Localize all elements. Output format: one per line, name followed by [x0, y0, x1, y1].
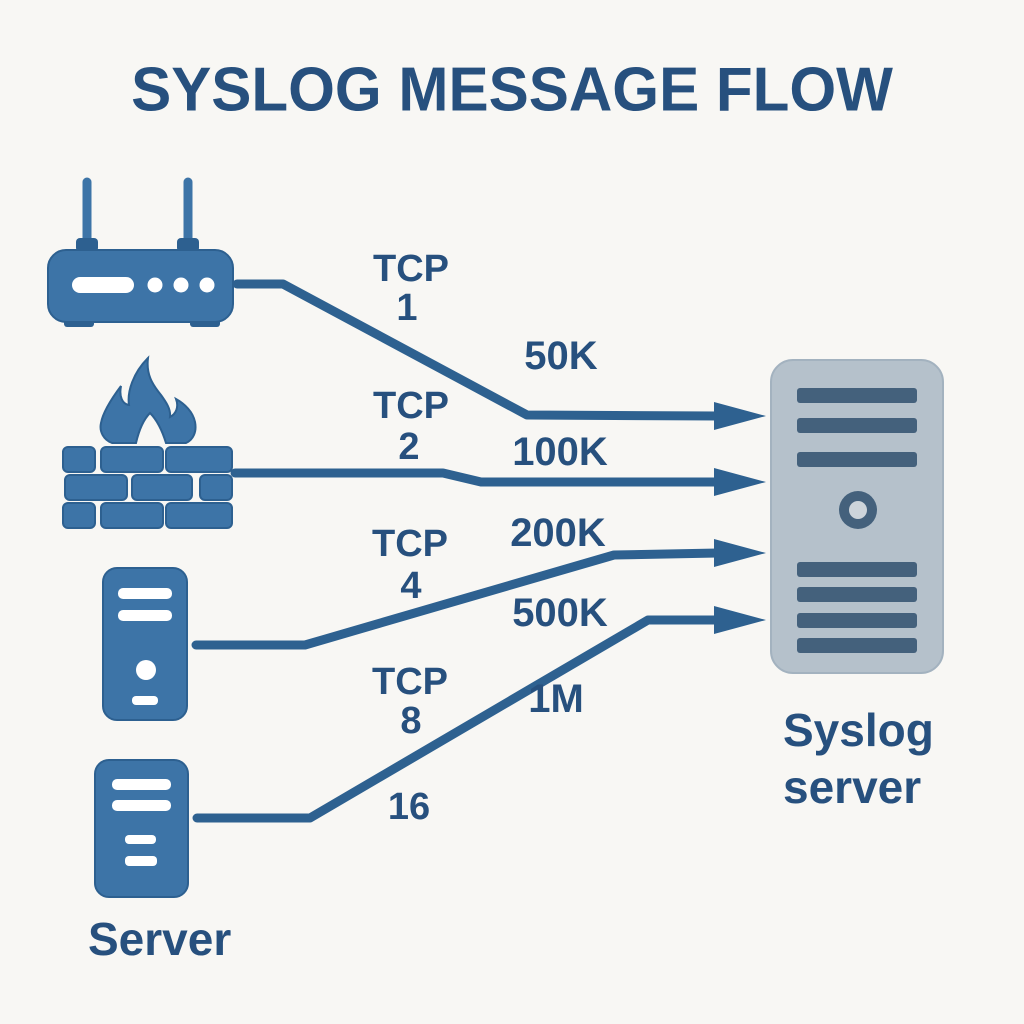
- firewall-brick: [62, 502, 96, 529]
- syslog-server-vent: [797, 418, 917, 433]
- server-label: Server: [88, 913, 232, 965]
- server2-body: [94, 759, 189, 898]
- syslog-server-vent: [797, 587, 917, 602]
- syslog-server-vent: [797, 388, 917, 403]
- syslog-server-vent: [797, 613, 917, 628]
- server1-slot: [118, 588, 172, 599]
- router-body: [47, 249, 234, 323]
- arrow-right-icon: [714, 606, 766, 634]
- flow1-volume-label: 50K: [524, 334, 598, 378]
- firewall-brick: [199, 474, 233, 501]
- flow5-volume-label: 1M: [528, 677, 584, 721]
- arrow-right-icon: [714, 468, 766, 496]
- router-antenna-base-right: [177, 238, 199, 252]
- firewall-brick: [64, 474, 128, 501]
- flow-line-server1: [191, 548, 723, 650]
- router-antenna-base-left: [76, 238, 98, 252]
- flow2-protocol-label: TCP: [373, 385, 449, 427]
- server1-slot-small: [132, 696, 158, 705]
- server1-body: [102, 567, 188, 721]
- flow5-port-label: 16: [387, 786, 431, 828]
- firewall-brick: [165, 446, 233, 473]
- syslog-server-label-line2: server: [783, 761, 922, 814]
- syslog-server-label: Syslog server: [783, 702, 934, 816]
- arrow-right-icon: [714, 402, 766, 430]
- firewall-brick: [131, 474, 193, 501]
- flow3-protocol-label: TCP: [372, 523, 448, 565]
- server2-slot-small: [125, 856, 157, 866]
- router-led: [199, 277, 215, 293]
- router-slot: [72, 277, 134, 293]
- syslog-server-vent: [797, 562, 917, 577]
- firewall-brick: [100, 446, 164, 473]
- firewall-brick: [165, 502, 233, 529]
- flow2-volume-label: 100K: [512, 430, 608, 474]
- syslog-server-vent: [797, 638, 917, 653]
- flow-line-server2: [192, 615, 723, 823]
- firewall-brick: [62, 446, 96, 473]
- flow4-volume-label: 500K: [512, 591, 608, 635]
- server2-slot: [112, 779, 171, 790]
- syslog-server-label-line1: Syslog: [783, 704, 934, 756]
- flow4-protocol-label: TCP: [372, 661, 448, 703]
- flow-line-firewall: [230, 468, 723, 487]
- syslog-server-tower-icon: [770, 359, 944, 674]
- router-icon: [47, 177, 234, 327]
- firewall-brick: [100, 502, 164, 529]
- server1-power-button: [136, 660, 156, 680]
- firewall-icon: [62, 355, 233, 529]
- flow1-protocol-label: TCP: [373, 248, 449, 290]
- server-tower-icon: [94, 759, 189, 898]
- syslog-server-power-center: [849, 501, 867, 519]
- server2-slot-small: [125, 835, 156, 844]
- flow4-port-label: 8: [400, 700, 422, 742]
- router-led: [173, 277, 189, 293]
- flow3-port-label: 4: [400, 565, 422, 607]
- flow2-port-label: 2: [398, 426, 420, 468]
- flow-line-router: [232, 279, 723, 421]
- server-tower-icon: [102, 567, 188, 721]
- page-title: SYSLOG MESSAGE FLOW: [131, 55, 893, 125]
- server2-slot: [112, 800, 171, 811]
- flow3-volume-label: 200K: [510, 511, 606, 555]
- server1-slot: [118, 610, 172, 621]
- router-led: [147, 277, 163, 293]
- flow1-port-label: 1: [396, 287, 418, 329]
- firewall-flame: [99, 355, 197, 444]
- syslog-server-vent: [797, 452, 917, 467]
- arrow-right-icon: [714, 539, 766, 567]
